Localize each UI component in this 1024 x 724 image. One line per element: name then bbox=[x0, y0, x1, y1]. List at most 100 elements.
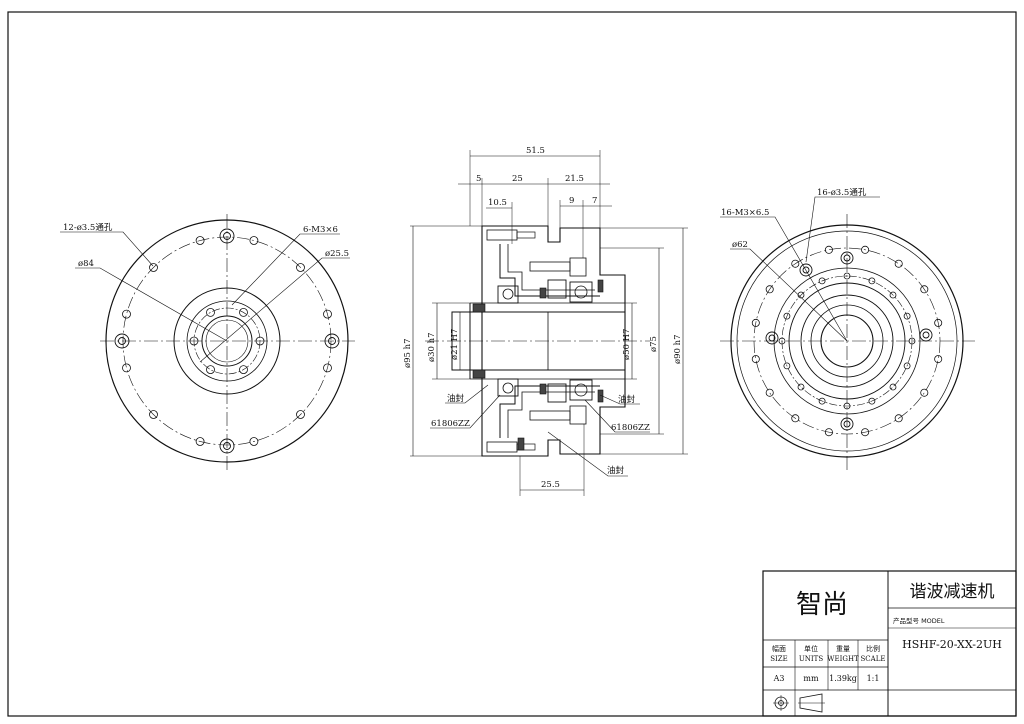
through-hole bbox=[149, 263, 158, 272]
tapped-hole bbox=[189, 336, 199, 346]
left-tap-label: 6-M3×6 bbox=[303, 225, 338, 235]
tapped-hole bbox=[889, 383, 897, 391]
company-name: 智尚 bbox=[796, 590, 848, 620]
leader-d25 bbox=[199, 257, 350, 363]
bolt-circle bbox=[122, 236, 332, 446]
through-hole bbox=[249, 437, 259, 446]
tapped-hole bbox=[889, 291, 897, 299]
through-hole bbox=[934, 355, 943, 364]
model-value: HSHF-20-XX-2UH bbox=[902, 638, 1002, 651]
tapped-hole bbox=[206, 365, 215, 375]
val-size: A3 bbox=[773, 674, 785, 683]
left-pin-holes bbox=[114, 228, 340, 454]
right-tapped-holes bbox=[778, 272, 916, 410]
input-shaft bbox=[451, 311, 626, 371]
left-end-view bbox=[60, 214, 355, 470]
tapped-hole bbox=[255, 336, 265, 346]
through-hole bbox=[323, 363, 332, 373]
outer-rim bbox=[105, 219, 349, 463]
bore-circle bbox=[201, 315, 253, 367]
right-end-view bbox=[720, 196, 975, 470]
leader-bearing-right bbox=[584, 399, 650, 433]
tapped-hole bbox=[868, 277, 876, 285]
through-hole bbox=[791, 259, 800, 268]
through-hole bbox=[894, 414, 903, 423]
tapped-hole bbox=[797, 291, 805, 299]
tapped-hole bbox=[843, 272, 851, 280]
leader-right-d62 bbox=[730, 248, 848, 342]
leader-tap bbox=[231, 233, 340, 306]
tapped-hole bbox=[783, 362, 791, 370]
leader-seal-right bbox=[599, 394, 640, 405]
col-weight-cn: 重量 bbox=[836, 645, 850, 653]
col-scale-en: SCALE bbox=[861, 655, 886, 663]
val-units: mm bbox=[803, 674, 819, 683]
through-hole bbox=[296, 410, 305, 419]
through-hole bbox=[894, 259, 903, 268]
through-hole bbox=[751, 318, 760, 327]
left-d84-label: ø84 bbox=[78, 259, 94, 269]
projection-symbol-icon bbox=[773, 693, 825, 713]
through-hole bbox=[791, 414, 800, 423]
through-hole bbox=[296, 263, 305, 272]
col-units-en: UNITS bbox=[799, 655, 823, 663]
col-size-cn: 幅面 bbox=[772, 644, 786, 653]
seal-bottom-label: 油封 bbox=[607, 465, 625, 476]
through-hole bbox=[934, 318, 943, 327]
tapped-hole bbox=[239, 365, 248, 375]
tapped-hole bbox=[239, 307, 248, 317]
through-hole bbox=[824, 428, 833, 437]
dim-d90: ø90 h7 bbox=[673, 334, 683, 364]
dim-d21: ø21 H7 bbox=[450, 329, 460, 360]
tapped-hole bbox=[778, 337, 786, 345]
flange-circle bbox=[173, 287, 281, 395]
tapped-hole bbox=[818, 277, 826, 285]
leader-d84 bbox=[75, 267, 228, 342]
through-hole bbox=[861, 428, 870, 437]
through-hole bbox=[195, 236, 205, 245]
bearing-right-label: 61806ZZ bbox=[611, 423, 650, 433]
through-hole bbox=[765, 388, 774, 397]
dim-21-5: 21.5 bbox=[565, 174, 584, 184]
tap-circle bbox=[193, 307, 261, 375]
dim-9: 9 bbox=[569, 196, 574, 206]
dim-5: 5 bbox=[476, 174, 481, 184]
through-hole bbox=[920, 388, 929, 397]
through-hole bbox=[122, 309, 131, 319]
through-hole bbox=[323, 309, 332, 319]
through-hole bbox=[195, 437, 205, 446]
through-hole bbox=[824, 245, 833, 254]
right-d62-label: ø62 bbox=[732, 240, 748, 250]
left-d25-label: ø25.5 bbox=[325, 249, 349, 259]
hub-circle bbox=[186, 300, 268, 382]
housing-outline bbox=[481, 225, 626, 457]
tapped-hole bbox=[868, 397, 876, 405]
tapped-hole bbox=[206, 307, 215, 317]
drawing-frame bbox=[7, 11, 1017, 717]
leader-holes bbox=[60, 231, 154, 267]
dim-d95: ø95 h7 bbox=[403, 338, 413, 368]
bearing-left-label: 61806ZZ bbox=[431, 419, 470, 429]
tapped-hole bbox=[903, 312, 911, 320]
tapped-hole bbox=[797, 383, 805, 391]
dim-10-5: 10.5 bbox=[488, 198, 507, 208]
bore-chamfer bbox=[205, 319, 249, 363]
col-weight-en: WEIGHT bbox=[827, 655, 859, 663]
col-scale-cn: 比例 bbox=[866, 644, 880, 653]
dim-d50: ø50 H7 bbox=[622, 329, 632, 360]
dim-d75: ø75 bbox=[649, 336, 659, 352]
through-hole bbox=[249, 236, 259, 245]
leader-bearing-left bbox=[430, 394, 501, 429]
dim-25: 25 bbox=[512, 174, 523, 184]
leader-seal-left bbox=[445, 384, 489, 404]
right-outer-rim bbox=[730, 224, 964, 458]
through-hole bbox=[122, 363, 131, 373]
right-through-holes bbox=[751, 245, 943, 437]
dim-25-5: 25.5 bbox=[541, 480, 560, 490]
leader-right-holes bbox=[805, 196, 880, 263]
left-through-holes bbox=[122, 236, 332, 446]
product-name: 谐波减速机 bbox=[910, 582, 995, 602]
through-hole bbox=[861, 245, 870, 254]
val-scale: 1:1 bbox=[867, 674, 880, 683]
